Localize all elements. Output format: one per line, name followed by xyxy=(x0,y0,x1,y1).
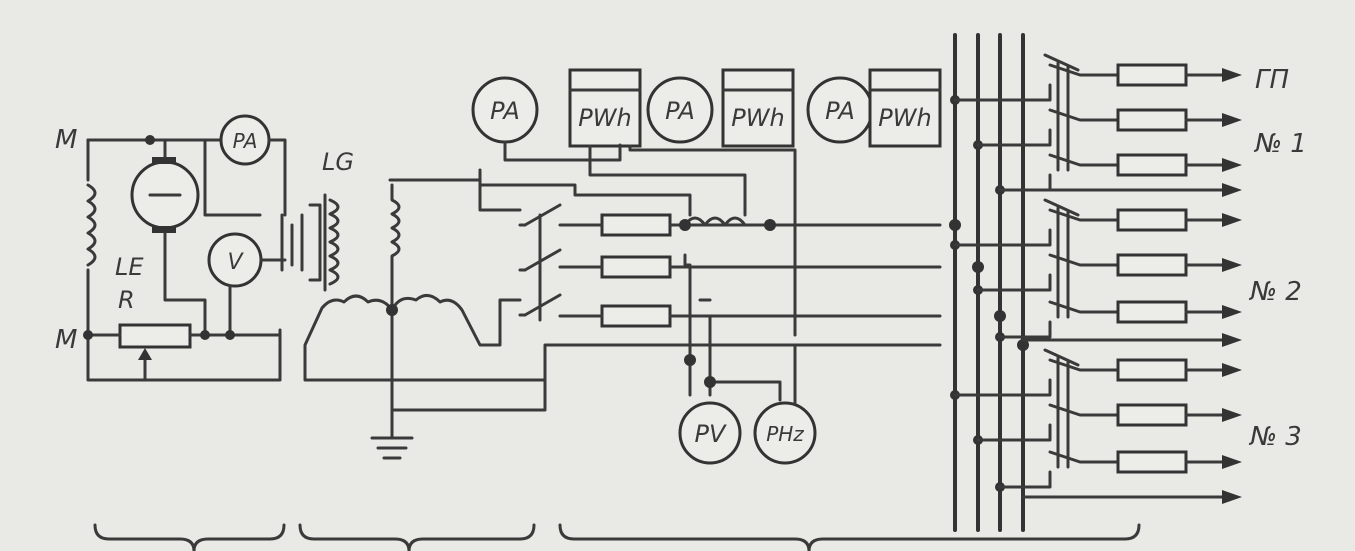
main-switch xyxy=(523,203,562,322)
label-motor-bottom: M xyxy=(55,325,77,355)
wattmeter-3 xyxy=(868,68,942,148)
feeder-arrow xyxy=(1222,183,1242,197)
feeders xyxy=(950,53,1242,504)
feeder-fuse xyxy=(1116,153,1188,177)
frequency-meter xyxy=(753,401,817,465)
feeder-fuse xyxy=(1116,208,1188,232)
label-motor-top: M xyxy=(55,125,77,155)
generator-section xyxy=(280,178,562,460)
feeder-fuse xyxy=(1116,63,1188,87)
ground-symbol xyxy=(370,418,414,460)
feeder-arrow xyxy=(1222,68,1242,82)
feeder-arrow xyxy=(1222,408,1242,422)
feeder-fuse xyxy=(1116,300,1188,324)
fuse-phase-c xyxy=(600,304,672,328)
feeder-arrow xyxy=(1222,158,1242,172)
feeder-fuse xyxy=(1116,253,1188,277)
feeder-fuse xyxy=(1116,403,1188,427)
feeder-switch xyxy=(1043,348,1080,469)
generator-field-coil xyxy=(328,198,340,286)
label-no1: № 1 xyxy=(1253,129,1307,159)
feeder-arrow xyxy=(1222,455,1242,469)
label-exciter: LE xyxy=(115,253,144,281)
section-braces xyxy=(93,523,1141,551)
brace-exciter xyxy=(93,523,286,551)
rheostat-r xyxy=(118,323,192,349)
stator-winding-b xyxy=(303,294,562,382)
feeder-arrow xyxy=(1222,363,1242,377)
feeder-fuse xyxy=(1116,358,1188,382)
meter-label-pwh-3: PWh xyxy=(878,104,931,132)
label-generator: LG xyxy=(322,148,354,176)
meter-label-phz: PHz xyxy=(766,422,804,446)
meter-label-pa-exciter: PA xyxy=(233,129,258,153)
current-transformer xyxy=(683,216,747,227)
meter-label-v-exciter: V xyxy=(227,250,244,275)
feeder-arrow xyxy=(1222,305,1242,319)
exciter-coil xyxy=(86,183,97,267)
stator-winding-c xyxy=(390,294,522,347)
meter-label-pa-1: PA xyxy=(490,97,520,125)
feeder-fuse xyxy=(1116,450,1188,474)
voltmeter-pv xyxy=(678,401,742,465)
wattmeter-1 xyxy=(568,68,642,148)
feeder-arrow xyxy=(1222,258,1242,272)
feeder-arrow xyxy=(1222,113,1242,127)
meter-label-pv: PV xyxy=(695,420,727,448)
label-rheostat: R xyxy=(118,286,135,314)
ammeter-2 xyxy=(646,76,714,144)
meter-label-pwh-2: PWh xyxy=(731,104,784,132)
label-gp: ГП xyxy=(1255,65,1289,95)
feeder-arrow xyxy=(1222,490,1242,504)
label-no3: № 3 xyxy=(1248,422,1302,452)
meter-label-pa-3: PA xyxy=(825,97,855,125)
feeder-fuse xyxy=(1116,108,1188,132)
feeder-arrow xyxy=(1222,333,1242,347)
busbars xyxy=(949,33,1029,532)
feeder-switch xyxy=(1043,198,1080,319)
exciter-section xyxy=(83,114,287,382)
fuse-phase-a xyxy=(600,213,672,237)
text-labels: M M LE R LG ГП № 1 № 2 № 3 PA V PA PWh P… xyxy=(55,65,1307,452)
switchboard-section xyxy=(471,68,942,465)
wattmeter-2 xyxy=(721,68,795,148)
feeder-switch xyxy=(1043,53,1080,172)
brace-switchboard xyxy=(558,523,1141,551)
stator-winding-a xyxy=(390,183,401,312)
meter-label-pwh-1: PWh xyxy=(578,104,631,132)
feeder-arrow xyxy=(1222,213,1242,227)
brace-generator xyxy=(298,523,536,551)
fuse-phase-b xyxy=(600,255,672,279)
label-no2: № 2 xyxy=(1248,277,1302,307)
meter-label-pa-2: PA xyxy=(665,97,695,125)
